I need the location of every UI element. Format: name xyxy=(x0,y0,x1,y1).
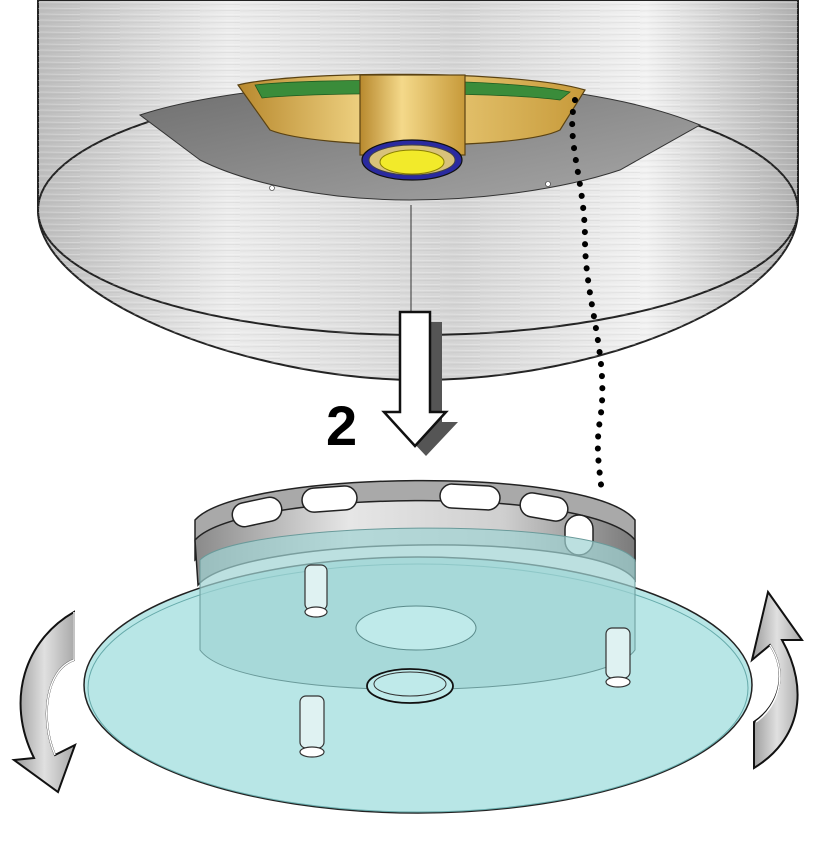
lamp-shade xyxy=(37,0,799,382)
center-hole xyxy=(366,668,454,704)
standoff-posts xyxy=(299,564,631,758)
bulb-socket xyxy=(236,73,586,181)
down-arrow-icon xyxy=(381,310,458,456)
step-number: 2 xyxy=(326,394,358,457)
glass-plate-assembly xyxy=(83,479,753,814)
bulb-yellow-disc xyxy=(379,149,445,175)
power-cable-dotted xyxy=(569,97,606,498)
rotate-left-icon xyxy=(11,610,77,794)
rotate-right-icon xyxy=(750,589,804,770)
